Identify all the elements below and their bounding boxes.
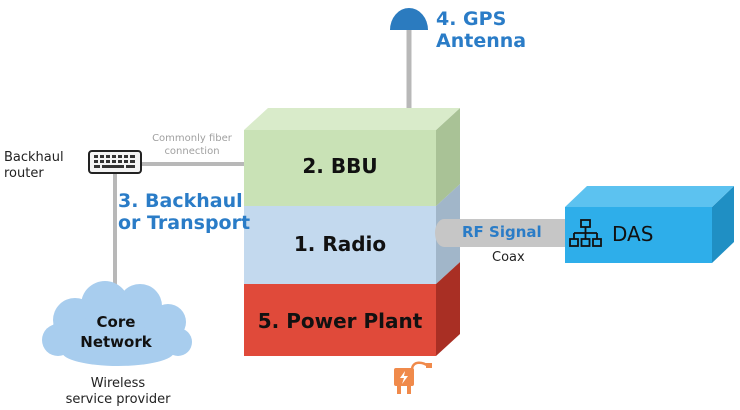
das-label: DAS — [612, 222, 654, 246]
fiber-note-line1: Commonly fiber — [152, 133, 232, 144]
gps-label-line1: 4. GPS — [436, 8, 507, 30]
radio-label: 1. Radio — [293, 232, 387, 256]
backhaul-router-line2: router — [4, 166, 44, 181]
provider-label: Wireless service provider — [50, 376, 186, 408]
fiber-note-line2: connection — [164, 146, 220, 157]
coax-label: Coax — [492, 250, 525, 265]
das-block — [565, 186, 734, 263]
backhaul-router-label: Backhaul router — [4, 150, 64, 182]
bbu-label: 2. BBU — [302, 154, 378, 178]
bbu-block — [244, 108, 460, 206]
transport-label-line1: 3. Backhaul — [118, 190, 243, 212]
fiber-note-label: Commonly fiber connection — [145, 132, 239, 158]
cloud-icon — [42, 281, 192, 366]
backhaul-router-line1: Backhaul — [4, 150, 64, 165]
transport-label-line2: or Transport — [118, 212, 251, 234]
dome-antenna-icon — [390, 8, 428, 30]
core-network-label: Core Network — [58, 312, 174, 352]
hierarchy-network-icon — [569, 219, 602, 247]
core-label-line1: Core — [96, 313, 136, 331]
rf-coax-connector — [435, 219, 570, 247]
transport-label: 3. Backhaul or Transport — [118, 190, 250, 234]
gps-antenna-label: 4. GPS Antenna — [436, 8, 526, 52]
power-plug-icon — [394, 361, 432, 394]
gps-label-line2: Antenna — [436, 30, 527, 52]
rf-signal-label: RF Signal — [462, 223, 542, 241]
provider-line2: service provider — [65, 392, 171, 407]
keyboard-router-icon — [88, 150, 142, 174]
provider-line1: Wireless — [90, 376, 146, 391]
core-label-line2: Network — [80, 333, 152, 351]
power-plant-label: 5. Power Plant — [257, 309, 423, 333]
